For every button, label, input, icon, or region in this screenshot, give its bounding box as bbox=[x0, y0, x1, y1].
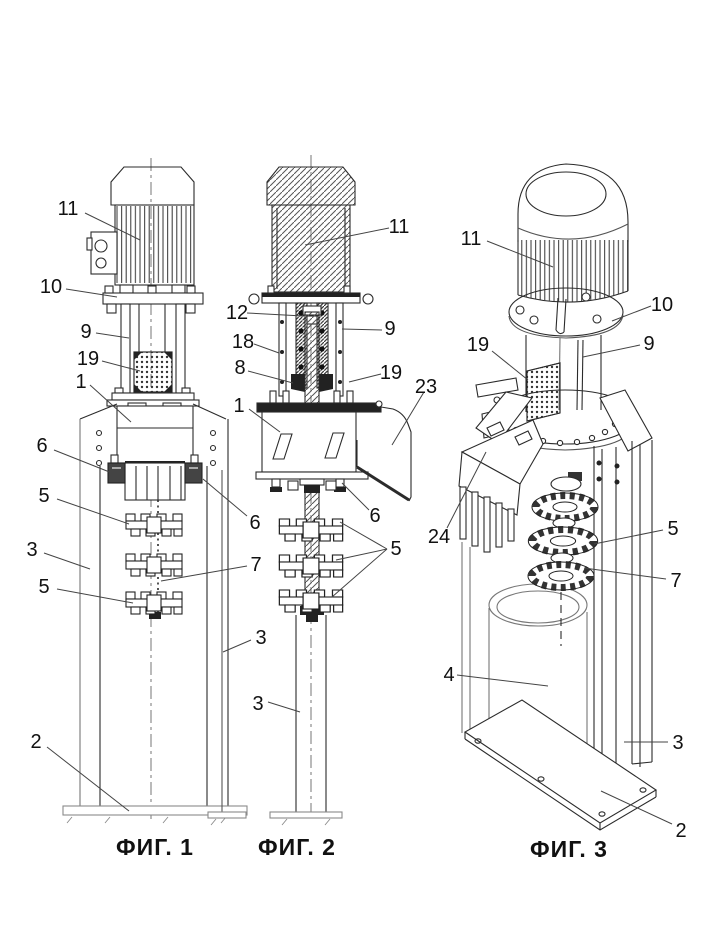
fig1-motor bbox=[86, 166, 195, 294]
fig1-impellers bbox=[125, 513, 183, 615]
fig3-hood bbox=[458, 419, 544, 553]
fig3-ref-7: 7 bbox=[670, 570, 681, 592]
fig3-ref-3: 3 bbox=[672, 732, 683, 754]
fig3-ref-5: 5 bbox=[667, 518, 678, 540]
fig1-shoulder-plates bbox=[79, 403, 227, 467]
reference-labels: 11 10 9 19 1 6 5 3 5 2 6 7 11 12 18 8 1 … bbox=[26, 198, 686, 842]
fig2-flange bbox=[248, 285, 374, 305]
fig2-ref-3: 3 bbox=[255, 627, 266, 649]
fig3-ref-11: 11 bbox=[461, 228, 482, 250]
fig1-housing bbox=[106, 387, 200, 464]
fig1-ref-6: 6 bbox=[36, 435, 47, 457]
fig2-ref-19: 19 bbox=[380, 362, 402, 384]
fig1-ref-2: 2 bbox=[30, 731, 41, 753]
fig1-clamp-section bbox=[107, 454, 203, 501]
fig2-motor-section bbox=[266, 166, 356, 293]
fig2-ref-3b: 3 bbox=[252, 693, 263, 715]
fig2-ref-6: 6 bbox=[369, 505, 380, 527]
fig2-ref-23: 23 bbox=[415, 376, 437, 398]
figure-2 bbox=[207, 155, 412, 826]
fig3-ref-2: 2 bbox=[675, 820, 686, 842]
fig2-ref-8: 8 bbox=[234, 357, 245, 379]
fig3-ref-9: 9 bbox=[643, 333, 654, 355]
fig1-caption: ФИГ. 1 bbox=[116, 834, 194, 860]
fig3-ref-19: 19 bbox=[467, 334, 489, 356]
fig3-ref-10: 10 bbox=[651, 294, 673, 316]
fig2-ref-5: 5 bbox=[390, 538, 401, 560]
fig2-housing bbox=[255, 390, 383, 493]
fig2-cover-flap bbox=[356, 406, 412, 502]
fig1-ref-5b: 5 bbox=[38, 576, 49, 598]
fig1-legs bbox=[79, 419, 229, 808]
fig2-ref-18: 18 bbox=[232, 331, 254, 353]
fig1-terminal-box bbox=[86, 231, 118, 275]
fig1-shaft bbox=[149, 500, 161, 619]
fig1-ref-19: 19 bbox=[77, 348, 99, 370]
leader-lines bbox=[43, 212, 673, 825]
fig3-perforated-guard bbox=[526, 362, 561, 422]
fig1-ref-6b: 6 bbox=[249, 512, 260, 534]
fig1-perforated-guard bbox=[133, 351, 173, 393]
fig1-ref-3: 3 bbox=[26, 539, 37, 561]
fig3-right-legs bbox=[593, 440, 653, 784]
fig3-base-plate bbox=[463, 699, 658, 831]
fig2-caption: ФИГ. 2 bbox=[258, 834, 336, 860]
fig2-bearing-housing-section bbox=[291, 302, 333, 392]
fig1-ref-11: 11 bbox=[58, 198, 79, 220]
fig1-base-plate bbox=[62, 805, 248, 824]
figure-3 bbox=[458, 163, 658, 831]
fig2-ref-1: 1 bbox=[233, 395, 244, 417]
fig2-base-plate bbox=[207, 811, 343, 826]
fig2-ref-12: 12 bbox=[226, 302, 248, 324]
fig1-ref-7: 7 bbox=[250, 554, 261, 576]
fig1-ref-5: 5 bbox=[38, 485, 49, 507]
fig2-ref-11: 11 bbox=[389, 216, 410, 238]
fig3-ref-24: 24 bbox=[428, 526, 450, 548]
fig3-ref-4: 4 bbox=[443, 664, 454, 686]
figure-captions: ФИГ. 1 ФИГ. 2 ФИГ. 3 bbox=[116, 834, 608, 862]
fig1-ref-9: 9 bbox=[80, 321, 91, 343]
fig3-vessel bbox=[461, 542, 588, 773]
fig1-ref-10: 10 bbox=[40, 276, 62, 298]
fig3-impeller-stack bbox=[528, 472, 598, 646]
fig2-ref-9: 9 bbox=[384, 318, 395, 340]
fig1-ref-1: 1 bbox=[75, 371, 86, 393]
figure-1 bbox=[62, 158, 248, 824]
fig1-mount-flange bbox=[102, 285, 204, 314]
fig2-impellers bbox=[278, 518, 344, 613]
fig3-upper-flange bbox=[508, 287, 624, 339]
fig3-caption: ФИГ. 3 bbox=[530, 836, 608, 862]
